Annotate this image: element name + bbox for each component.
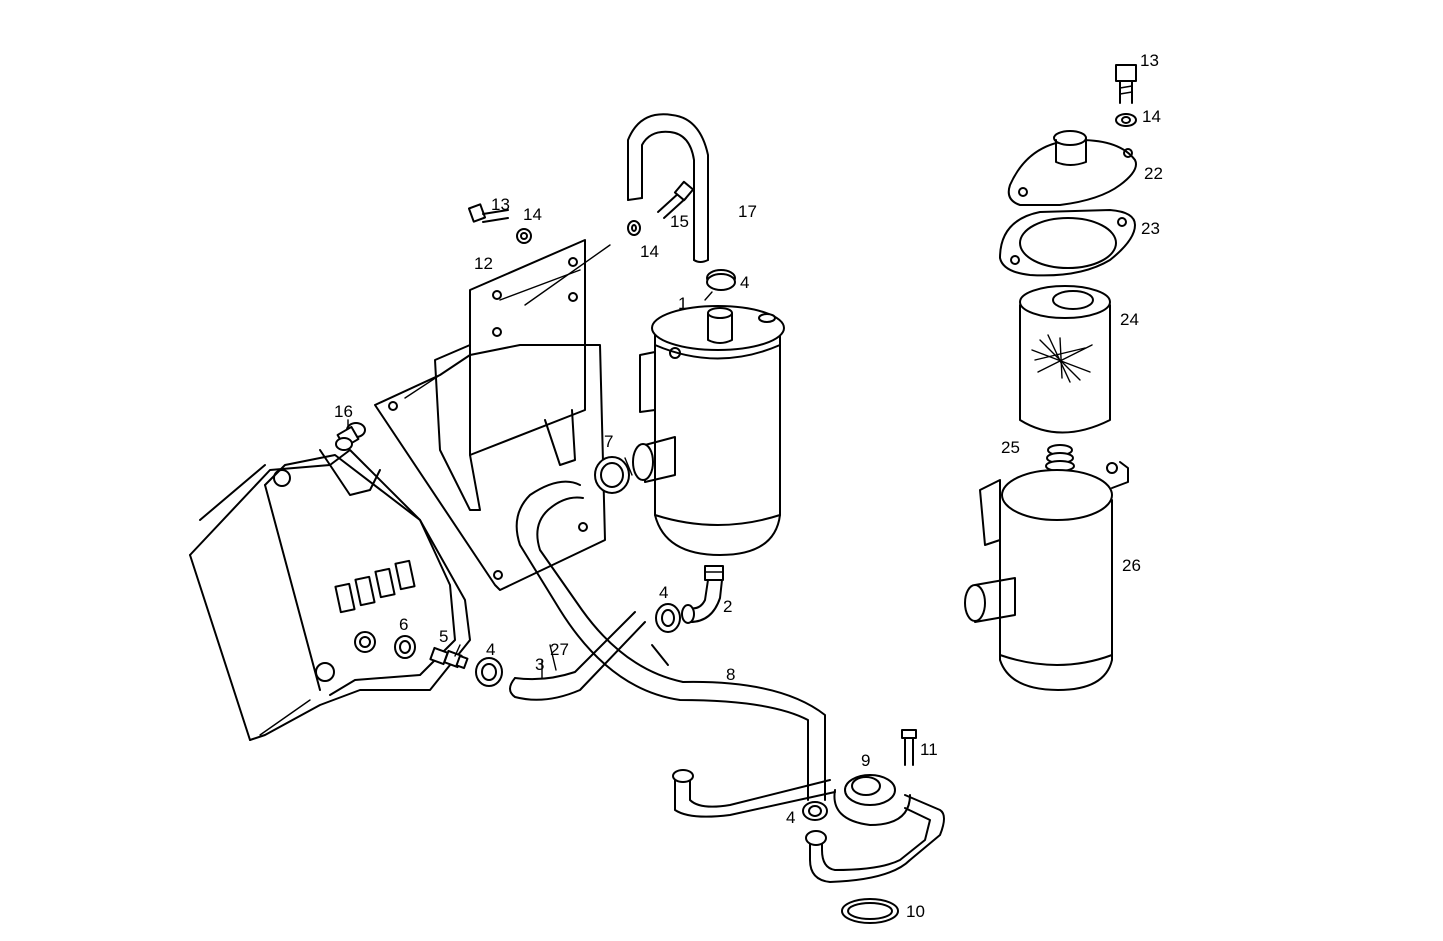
- spring-25: [1045, 444, 1075, 472]
- washer-14-mid: [627, 220, 641, 236]
- callout-8: 8: [726, 665, 735, 684]
- drain-valve-9: [672, 769, 945, 883]
- callout-12: 12: [474, 254, 493, 273]
- hose-3: [509, 611, 646, 701]
- hose-clamp-4-top: [706, 269, 736, 291]
- callout-11: 11: [920, 740, 938, 759]
- bolt-15: [657, 180, 695, 219]
- callout-27: 27: [550, 640, 569, 659]
- bolt-13-left: [467, 203, 509, 223]
- callout-17: 17: [738, 202, 757, 221]
- o-ring-10: [841, 898, 899, 924]
- callout-3: 3: [535, 655, 544, 674]
- gasket-23: [999, 209, 1136, 277]
- callout-4-right: 4: [659, 583, 668, 602]
- clamp-7: [594, 456, 630, 494]
- callout-9: 9: [861, 751, 870, 770]
- filter-housing-26: [964, 461, 1129, 691]
- callout-4-bottom: 4: [786, 808, 795, 827]
- callout-5: 5: [439, 627, 448, 646]
- engine-block: [189, 449, 471, 741]
- callout-16: 16: [334, 402, 353, 421]
- seal-6: [394, 635, 416, 659]
- washer-14-right: [1115, 113, 1137, 127]
- callout-23: 23: [1141, 219, 1160, 238]
- leader-lines: [347, 244, 713, 679]
- callout-labels: 1 2 3 4 4 4 4 5 6 7 8 9 10 11 12 13 13 1…: [334, 51, 1163, 921]
- fitting-16: [335, 422, 366, 451]
- callout-13-left: 13: [491, 195, 510, 214]
- callout-1: 1: [678, 294, 687, 313]
- callout-14-right: 14: [1142, 107, 1161, 126]
- callout-26: 26: [1122, 556, 1141, 575]
- callout-14-left: 14: [523, 205, 542, 224]
- hose-17: [627, 113, 709, 263]
- cover-22: [1007, 130, 1137, 206]
- callout-15: 15: [670, 212, 689, 231]
- callout-25: 25: [1001, 438, 1020, 457]
- hose-clamp-4-right: [655, 603, 695, 633]
- callout-2: 2: [723, 597, 732, 616]
- bolt-11: [901, 729, 917, 766]
- callout-6: 6: [399, 615, 408, 634]
- callout-13-right: 13: [1140, 51, 1159, 70]
- hose-clamp-4-left: [475, 657, 503, 687]
- callout-10: 10: [906, 902, 925, 921]
- mounting-bracket: [374, 239, 606, 591]
- hose-clamp-4-bottom: [802, 801, 828, 821]
- fitting-5: [429, 646, 469, 670]
- hose-8: [515, 480, 826, 801]
- separator-housing: [632, 305, 785, 556]
- callout-4-left: 4: [486, 640, 495, 659]
- washer-14-left: [516, 228, 532, 244]
- callout-22: 22: [1144, 164, 1163, 183]
- callout-4-top: 4: [740, 273, 749, 292]
- callout-24: 24: [1120, 310, 1139, 329]
- bolt-13-right: [1115, 64, 1137, 104]
- filter-element-24: [1019, 285, 1111, 434]
- callout-14-mid: 14: [640, 242, 659, 261]
- callout-7: 7: [604, 432, 613, 451]
